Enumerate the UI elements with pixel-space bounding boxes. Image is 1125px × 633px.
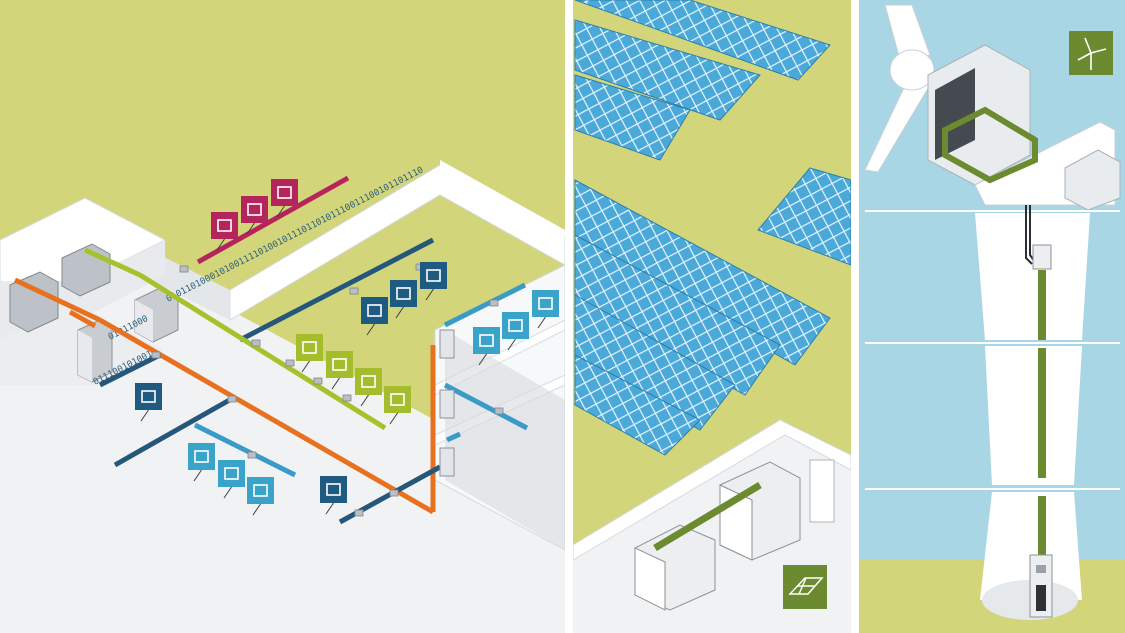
socket-icon	[188, 443, 215, 482]
busbar-lime	[138, 272, 387, 431]
busbar-dark-blue	[113, 395, 235, 468]
train-icon	[271, 179, 298, 218]
busbar-lime	[83, 247, 142, 278]
busbar-green	[653, 481, 762, 552]
wind-turbine-panel	[859, 0, 1125, 633]
storage-rack-icon	[135, 383, 162, 422]
industry-icon	[211, 212, 238, 251]
solar-panel-icon	[783, 565, 827, 609]
busbar-dark-blue	[98, 352, 162, 388]
busbar-light-blue	[193, 422, 297, 478]
panel-divider	[851, 0, 859, 633]
busbar-orange	[13, 277, 102, 323]
panel-divider	[565, 0, 573, 633]
lamp-icon	[247, 477, 274, 516]
busbar-light-blue	[445, 431, 462, 443]
solar-array-top	[574, 0, 831, 161]
conveyor-icon	[355, 368, 382, 407]
motor-icon	[218, 460, 245, 499]
busbar-orange	[68, 309, 97, 329]
busbar-light-blue	[443, 282, 527, 328]
door	[809, 459, 835, 523]
monitor-icon	[473, 327, 500, 366]
busbar-green	[942, 106, 1038, 184]
busbar-green	[1038, 270, 1046, 340]
motor-icon	[326, 351, 353, 390]
sorting-worker-icon	[420, 262, 447, 301]
car-icon	[320, 476, 347, 515]
motor-icon	[390, 280, 417, 319]
oil-gas-icon	[241, 196, 268, 235]
industrial-panel: 0101101000101001111010010111011010111001…	[0, 0, 566, 633]
junction-box	[1032, 244, 1052, 270]
lamp-icon	[532, 290, 559, 329]
wall-distribution-boxes	[439, 329, 455, 477]
solar-array-main	[574, 179, 831, 456]
chip-icon	[361, 297, 388, 336]
inverter-cabinet	[719, 461, 801, 561]
busbar-green	[1038, 348, 1046, 478]
switchgear-cabinet	[1029, 554, 1053, 618]
solar-panel-area	[572, 0, 852, 633]
busbar-light-blue	[443, 382, 529, 431]
busbar-green	[1038, 496, 1046, 556]
busbar-dark-blue	[238, 237, 435, 343]
car-production-icon	[296, 334, 323, 373]
socket-icon	[502, 312, 529, 351]
robot-arm-icon	[384, 386, 411, 425]
switchgear-cabinet	[77, 319, 113, 383]
busbar-magenta	[196, 175, 350, 265]
